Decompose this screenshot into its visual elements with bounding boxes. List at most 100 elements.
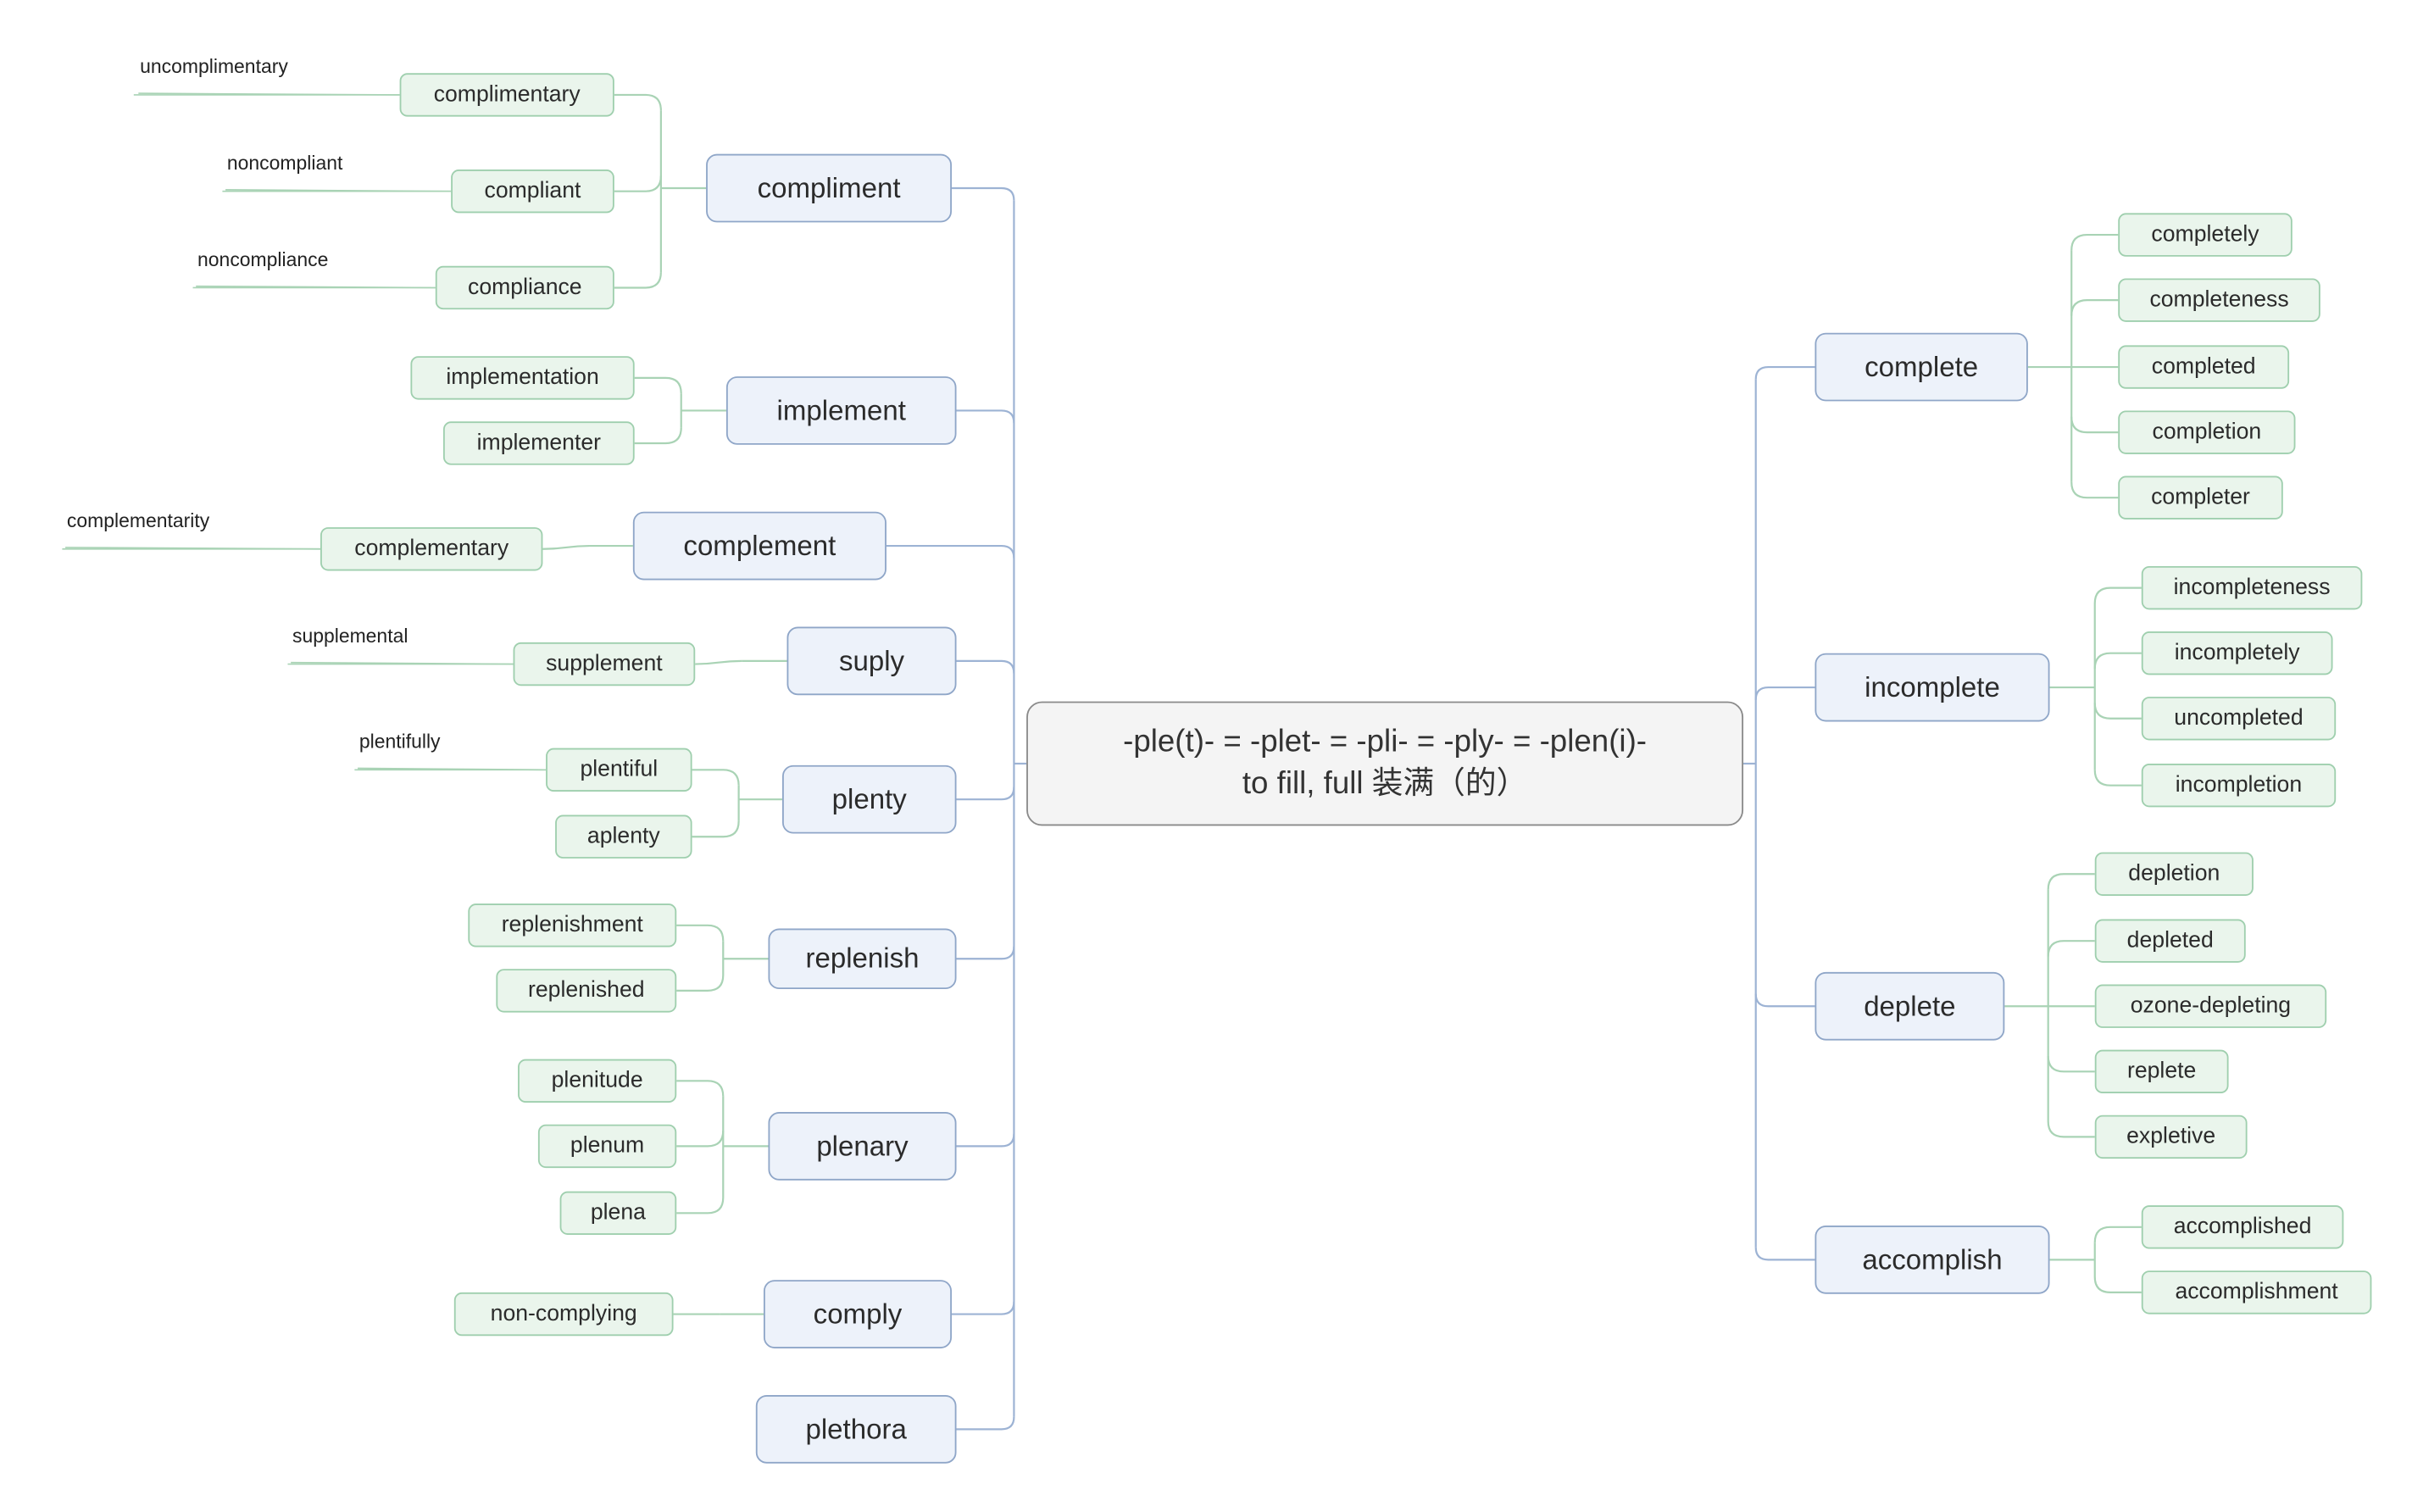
connector <box>952 186 1015 201</box>
connector <box>2093 770 2142 787</box>
central-topic[interactable]: -ple(t)- = -plet- = -pli- = -ply- = -ple… <box>1026 701 1744 826</box>
subtopic-depleted[interactable]: depleted <box>2094 919 2246 963</box>
subtopic-completed[interactable]: completed <box>2118 345 2290 389</box>
branch-plethora[interactable]: plethora <box>755 1394 957 1464</box>
subtopic-depletion[interactable]: depletion <box>2094 852 2254 896</box>
subtopic-completer[interactable]: completer <box>2118 475 2283 520</box>
subtopic-incompletely[interactable]: incompletely <box>2141 631 2333 675</box>
branch-plenary[interactable]: plenary <box>768 1112 957 1181</box>
subtopic-replenishment[interactable]: replenishment <box>468 903 677 948</box>
subtopic-supplement[interactable]: supplement <box>513 642 696 687</box>
subtopic-accomplished[interactable]: accomplished <box>2141 1205 2344 1249</box>
connector <box>614 93 662 111</box>
leaf-complementarity[interactable]: complementarity <box>66 509 210 532</box>
branch-comply[interactable]: comply <box>763 1280 953 1348</box>
branch-deplete[interactable]: deplete <box>1815 971 2005 1041</box>
branch-plenty[interactable]: plenty <box>782 764 957 834</box>
connector <box>634 376 682 394</box>
connector <box>2093 1276 2142 1293</box>
connector <box>196 285 436 289</box>
subtopic-completely[interactable]: completely <box>2118 213 2293 257</box>
connector <box>676 1131 725 1148</box>
subtopic-implementer[interactable]: implementer <box>442 421 635 465</box>
branch-complete[interactable]: complete <box>1815 332 2028 402</box>
subtopic-accomplishment[interactable]: accomplishment <box>2141 1270 2372 1315</box>
subtopic-incompletion[interactable]: incompletion <box>2141 763 2337 808</box>
branch-implement[interactable]: implement <box>725 376 957 445</box>
connector <box>2093 652 2142 670</box>
connector <box>2070 481 2119 499</box>
connector <box>614 175 662 192</box>
subtopic-uncompleted[interactable]: uncompleted <box>2141 697 2337 741</box>
connector <box>886 544 1015 559</box>
branch-incomplete[interactable]: incomplete <box>1815 653 2050 722</box>
subtopic-non-complying[interactable]: non-complying <box>453 1292 674 1337</box>
connector <box>2070 233 2119 251</box>
connector <box>2047 1055 2095 1073</box>
subtopic-plenum[interactable]: plenum <box>537 1124 677 1169</box>
leaf-uncomplimentary[interactable]: uncomplimentary <box>140 56 288 78</box>
connector <box>952 1301 1015 1315</box>
connector <box>65 547 321 550</box>
connector <box>634 427 682 445</box>
subtopic-compliance[interactable]: compliance <box>435 265 614 310</box>
connector <box>1754 686 1815 700</box>
subtopic-implementation[interactable]: implementation <box>410 356 635 400</box>
connector <box>291 661 514 665</box>
central-topic-line-1: -ple(t)- = -plet- = -pli- = -ply- = -ple… <box>1123 725 1648 759</box>
leaf-plentifully[interactable]: plentifully <box>358 731 441 753</box>
connector <box>676 924 725 942</box>
connector <box>676 975 725 992</box>
connector <box>2093 586 2142 604</box>
branch-accomplish[interactable]: accomplish <box>1815 1225 2050 1294</box>
connector <box>692 769 740 786</box>
branch-compliment[interactable]: compliment <box>706 153 953 223</box>
subtopic-plenitude[interactable]: plenitude <box>518 1059 677 1103</box>
connector <box>956 946 1015 960</box>
connector <box>138 92 400 96</box>
connector <box>956 659 1015 674</box>
connector <box>2047 940 2095 957</box>
connector <box>956 787 1015 801</box>
subtopic-completeness[interactable]: completeness <box>2118 278 2320 322</box>
connector <box>2070 416 2119 434</box>
branch-replenish[interactable]: replenish <box>768 928 957 990</box>
leaf-noncompliance[interactable]: noncompliance <box>197 248 329 271</box>
connector <box>956 1416 1015 1431</box>
subtopic-completion[interactable]: completion <box>2118 410 2296 454</box>
connector <box>358 767 547 771</box>
subtopic-expletive[interactable]: expletive <box>2094 1115 2248 1159</box>
subtopic-complimentary[interactable]: complimentary <box>399 73 614 117</box>
branch-suply[interactable]: suply <box>786 626 957 696</box>
connector <box>2093 1226 2142 1243</box>
subtopic-replenished[interactable]: replenished <box>496 969 677 1013</box>
connector <box>956 1133 1015 1148</box>
connector <box>225 189 452 192</box>
connector <box>542 544 590 550</box>
subtopic-ozone-depleting[interactable]: ozone-depleting <box>2094 984 2327 1028</box>
connector <box>676 1197 725 1215</box>
connector <box>2070 299 2119 316</box>
subtopic-plena[interactable]: plena <box>559 1191 677 1235</box>
branch-complement[interactable]: complement <box>632 511 886 581</box>
leaf-noncompliant[interactable]: noncompliant <box>226 152 343 175</box>
connector <box>956 409 1015 424</box>
subtopic-incompleteness[interactable]: incompleteness <box>2141 565 2363 610</box>
connector <box>695 659 742 665</box>
central-topic-line-2: to fill, full 装满（的） <box>1242 766 1528 802</box>
connector <box>1754 365 1815 380</box>
connector <box>2093 703 2142 720</box>
connector <box>1754 993 1815 1008</box>
connector <box>2047 1120 2095 1138</box>
leaf-supplemental[interactable]: supplemental <box>292 625 408 648</box>
subtopic-aplenty[interactable]: aplenty <box>555 814 692 859</box>
subtopic-plentiful[interactable]: plentiful <box>546 748 692 792</box>
connector <box>1754 1247 1815 1261</box>
connector <box>692 820 740 838</box>
subtopic-compliant[interactable]: compliant <box>451 170 614 214</box>
subtopic-complementary[interactable]: complementary <box>320 527 543 571</box>
connector <box>2047 873 2095 890</box>
subtopic-replete[interactable]: replete <box>2094 1049 2229 1094</box>
